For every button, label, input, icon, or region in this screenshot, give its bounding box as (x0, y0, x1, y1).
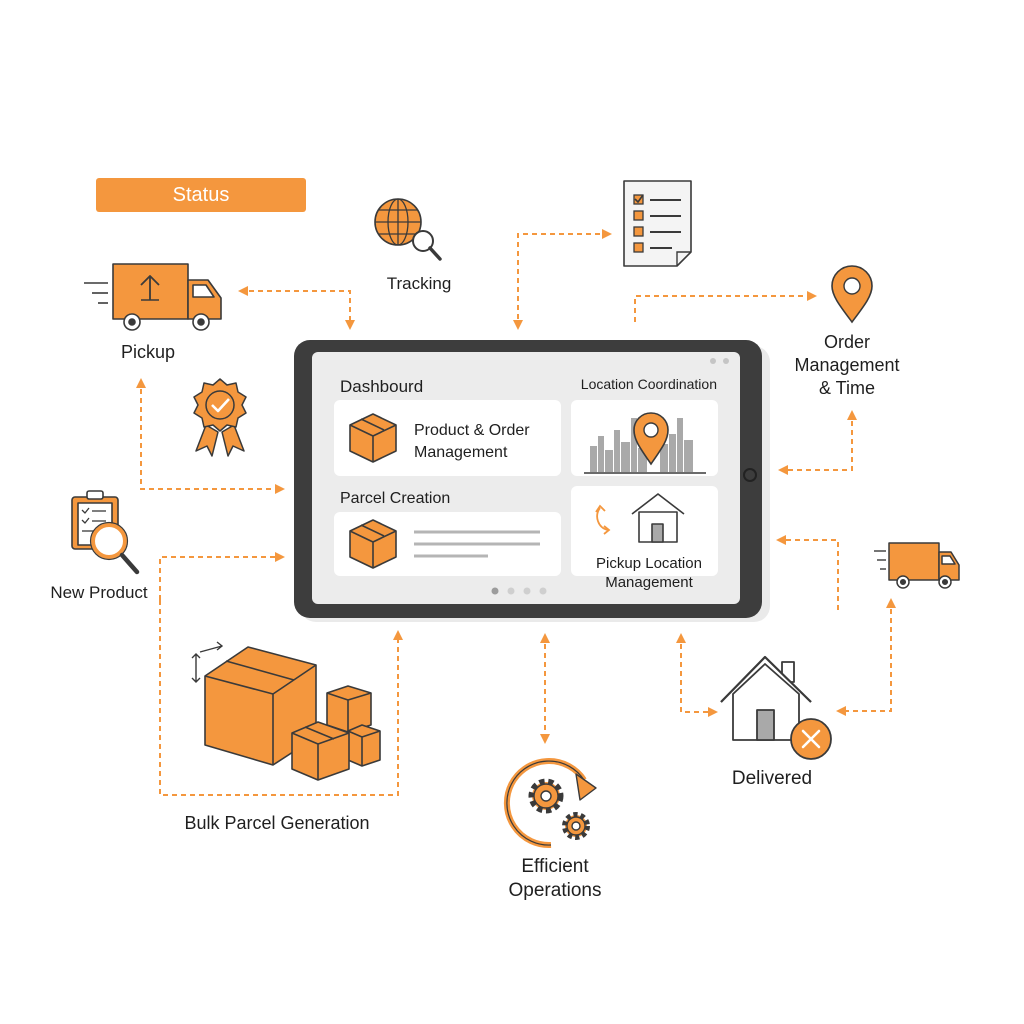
efficient-operations-line1: Efficient (521, 856, 589, 877)
checklist-document-icon (623, 180, 692, 267)
order-management-line3: & Time (819, 378, 875, 398)
gears-cycle-icon (503, 758, 597, 849)
efficient-operations-node: Efficient Operations (503, 758, 602, 901)
connector-newproduct-dashboard (159, 552, 285, 600)
order-management-line1: Order (824, 332, 870, 352)
delivered-node: Delivered (720, 655, 832, 789)
pickup-node: Pickup (84, 263, 222, 362)
resize-arrows-icon (191, 641, 224, 683)
connector-bulk-parcel (159, 600, 403, 796)
globe-search-icon (374, 198, 442, 261)
product-order-line2: Management (414, 444, 508, 461)
city-skyline-icon (590, 418, 693, 472)
connector-order-management (634, 291, 817, 322)
house-cancel-icon (720, 655, 832, 760)
parcel-box-icon (349, 413, 397, 463)
product-order-card[interactable]: Product & Order Management (334, 400, 561, 476)
tracking-node: Tracking (374, 198, 452, 293)
connector-pickup-dashboard (136, 378, 285, 494)
bulk-parcel-label: Bulk Parcel Generation (184, 813, 369, 833)
location-coordination-card[interactable] (571, 400, 718, 476)
location-pin-icon (633, 412, 669, 466)
parcel-creation-card[interactable] (334, 512, 561, 576)
order-management-line2: Management (794, 355, 899, 375)
pickup-location-card[interactable]: Pickup Location Management (571, 486, 718, 591)
dashboard-title: Dashbourd (340, 377, 423, 396)
delivery-van-icon (874, 542, 960, 589)
connector-van-delivered (836, 598, 896, 716)
home-button[interactable] (743, 468, 757, 482)
tracking-label: Tracking (387, 274, 452, 293)
connector-delivered (676, 633, 718, 717)
efficient-operations-line2: Operations (509, 880, 602, 901)
connector-van-dashboard (776, 535, 839, 610)
quality-badge-icon (193, 378, 247, 457)
text-placeholder-lines (414, 530, 540, 558)
pickup-label: Pickup (121, 342, 175, 362)
house-icon (631, 493, 685, 543)
boxes-stack-icon (204, 646, 381, 781)
connector-pickup-tracking (238, 286, 355, 330)
status-badge: Status (96, 178, 306, 212)
swap-arrows-icon (595, 504, 611, 535)
pickup-location-line1: Pickup Location (596, 555, 702, 572)
parcel-creation-title: Parcel Creation (340, 490, 450, 507)
pickup-location-line2: Management (605, 574, 693, 591)
delivery-truck-icon (84, 263, 222, 331)
delivered-label: Delivered (732, 768, 812, 789)
pagination-dots (491, 587, 547, 595)
clipboard-search-icon (71, 490, 140, 575)
connectors (136, 229, 896, 796)
new-product-node: New Product (50, 490, 148, 602)
location-pin-icon (831, 265, 873, 324)
connector-checklist (513, 229, 612, 330)
order-management-node: Order Management & Time (794, 265, 900, 398)
connector-order-to-dashboard (778, 410, 857, 475)
location-coordination-title: Location Coordination (581, 376, 717, 392)
dashboard-tablet: Dashbourd Location Coordination Product … (294, 340, 770, 622)
new-product-label: New Product (50, 583, 148, 602)
window-dot-icon (723, 358, 729, 364)
window-dot-icon (710, 358, 716, 364)
parcel-box-icon (349, 519, 397, 569)
product-order-line1: Product & Order (414, 422, 530, 439)
bulk-parcel-node: Bulk Parcel Generation (184, 641, 381, 833)
